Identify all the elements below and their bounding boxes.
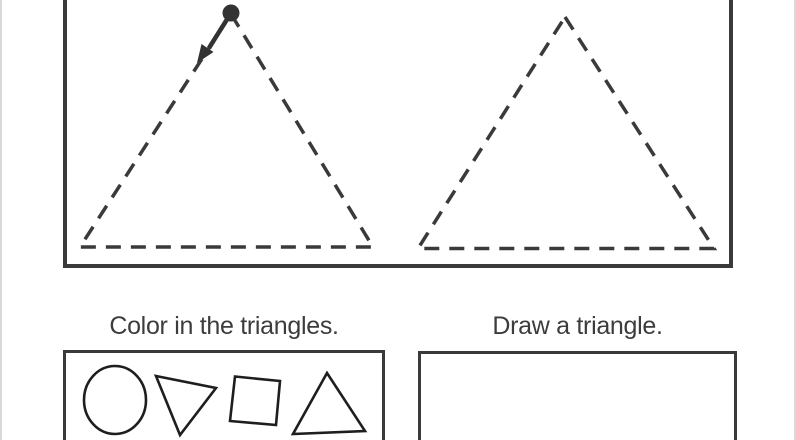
page-edge-left xyxy=(0,0,2,440)
color-instruction-label: Color in the triangles. xyxy=(109,312,339,340)
color-shapes-box xyxy=(63,350,385,440)
trace-triangles-box xyxy=(63,0,733,268)
draw-instruction-label: Draw a triangle. xyxy=(492,312,663,340)
page-edge-right xyxy=(794,0,796,440)
draw-triangle-box xyxy=(418,351,737,440)
